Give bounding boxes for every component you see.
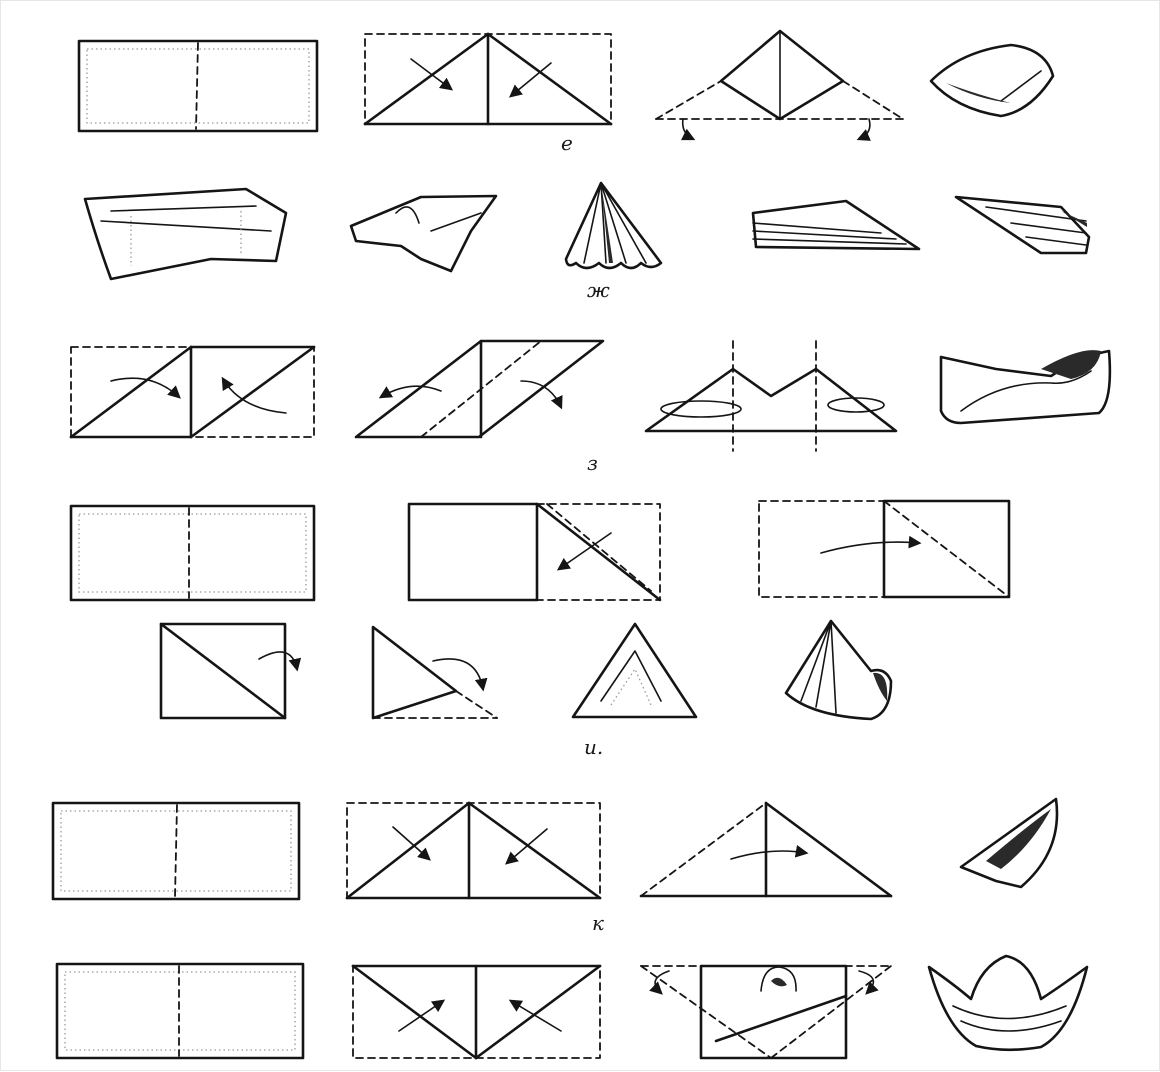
row-e-step-3-diamond [656,31,903,139]
row-l-step-4-hat [929,956,1087,1050]
row-k-step-4-folded-crown [961,799,1057,887]
row-z-step-4-boat-hat [941,350,1110,423]
row-zh-step-5-stacked-triangle-reverse [956,197,1089,253]
figure-label-zh: ж [587,278,610,302]
row-z-step-3-double-peak [646,341,896,451]
figure-label-i: и. [584,735,603,759]
figure-label-e: е [561,131,573,155]
row-zh-step-2-twisted-napkin [351,196,496,271]
row-e-step-2-fold-corners [365,34,611,124]
figure-label-k: к [592,911,604,935]
row-zh-step-1-bowtie [85,189,286,279]
row-i-step-4-square-diagonal [161,624,297,718]
row-l-step-2-fold-corners-inward [353,966,600,1058]
row-i-step-3-fold-over [759,501,1009,597]
row-k-step-1-rectangle [53,803,299,899]
row-i-step-7-cone-hat [786,621,891,719]
row-i-step-1-rectangle [71,506,314,600]
figure-label-z: з [587,451,598,475]
row-e-step-4-folded-pillow [931,45,1053,116]
row-k-step-3-big-triangle [641,803,891,896]
row-i-step-6-triangle [573,624,696,717]
row-l-step-1-rectangle [57,964,303,1058]
row-k-step-2-fold-corners [347,803,600,898]
row-zh-step-3-fan-cone [566,183,661,268]
row-e-step-1-rectangle [79,41,317,131]
row-l-step-3-envelope-fold [641,966,891,1058]
row-i-step-2-fold-diagonal [409,504,660,600]
row-z-step-2-parallelogram [356,341,603,437]
row-z-step-1-double-square [71,347,314,437]
row-i-step-5-triangle-fold [373,627,497,718]
row-zh-step-4-stacked-triangle [753,201,919,249]
